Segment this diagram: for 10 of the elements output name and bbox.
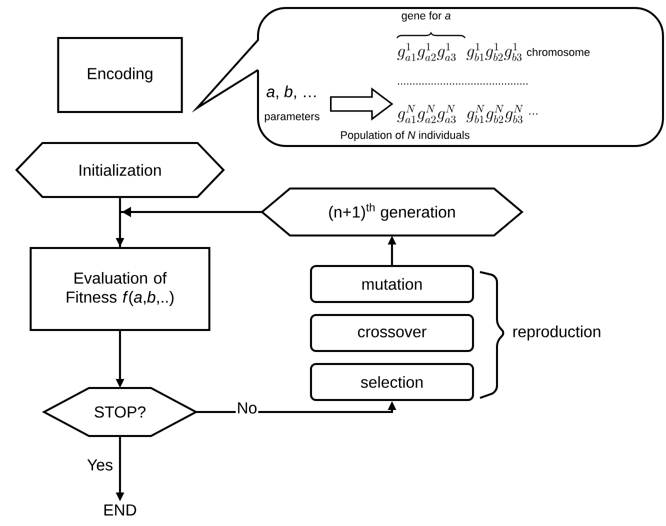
group-label: reproduction bbox=[513, 326, 600, 340]
step-box: mutation bbox=[310, 265, 474, 303]
edge-label: No bbox=[238, 402, 257, 414]
step-box: crossover bbox=[310, 314, 474, 352]
edge-label: Yes bbox=[87, 459, 112, 471]
step-box: selection bbox=[310, 363, 474, 401]
process-box: Evaluation of Fitness f(a,b,..) bbox=[30, 247, 210, 331]
process-box: Encoding bbox=[57, 37, 183, 113]
end-text: END bbox=[104, 504, 136, 516]
arrow bbox=[119, 206, 262, 247]
